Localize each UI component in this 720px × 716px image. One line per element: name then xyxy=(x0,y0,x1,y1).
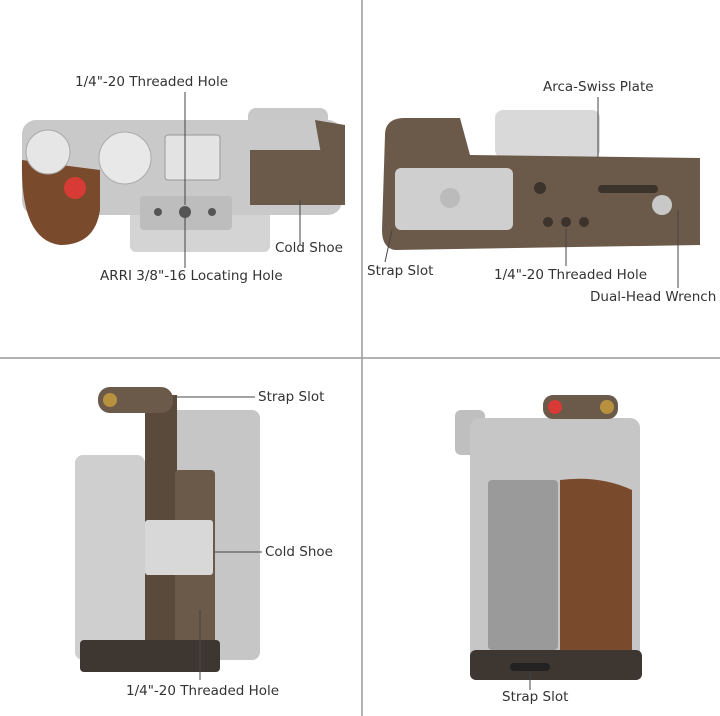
label-arca-plate: Arca-Swiss Plate xyxy=(543,79,654,95)
camera-top-view xyxy=(21,92,345,268)
label-dual-head-wrench: Dual-Head Wrench xyxy=(590,289,717,305)
label-threaded-hole-bottom: 1/4"-20 Threaded Hole xyxy=(494,267,648,283)
label-cold-shoe-left: Cold Shoe xyxy=(265,544,333,560)
label-strap-slot-right: Strap Slot xyxy=(502,689,569,705)
label-strap-slot-bottom: Strap Slot xyxy=(367,263,434,279)
label-threaded-hole-top: 1/4"-20 Threaded Hole xyxy=(75,74,229,90)
label-arri-hole: ARRI 3/8"-16 Locating Hole xyxy=(100,268,283,284)
camera-right-side-view xyxy=(455,395,642,690)
label-threaded-hole-left: 1/4"-20 Threaded Hole xyxy=(126,683,280,699)
camera-bottom-view xyxy=(382,97,700,288)
label-cold-shoe-top: Cold Shoe xyxy=(275,240,343,256)
label-strap-slot-left: Strap Slot xyxy=(258,389,325,405)
camera-left-side-view xyxy=(75,387,262,680)
